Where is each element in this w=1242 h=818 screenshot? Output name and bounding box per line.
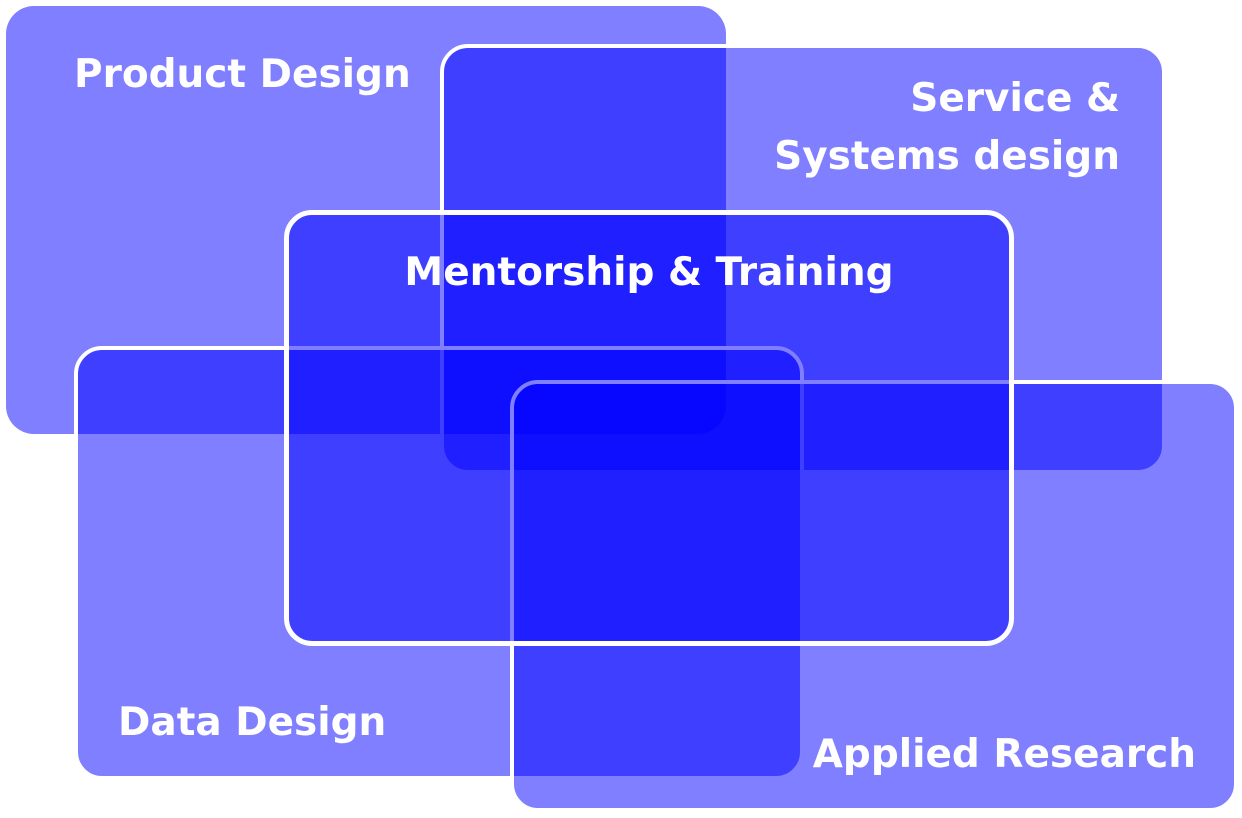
label-mentorship-training: Mentorship & Training [404,250,894,295]
label-data-design: Data Design [118,700,387,745]
area-mentorship-training [284,210,1014,646]
label-service-systems-design: Service & Systems design [774,76,1120,179]
label-product-design: Product Design [74,52,411,97]
label-applied-research: Applied Research [812,732,1196,777]
